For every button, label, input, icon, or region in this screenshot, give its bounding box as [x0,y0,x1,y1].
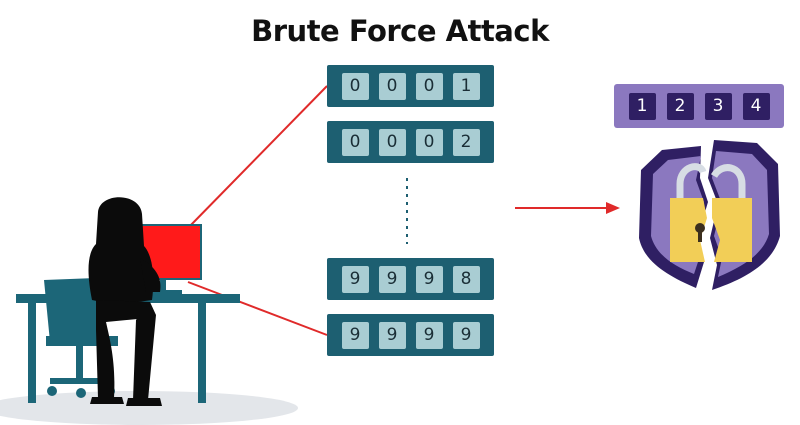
attempt-digit: 0 [378,72,406,100]
attempt-digit: 9 [415,265,443,293]
pin-digit: 4 [742,92,770,120]
attempt-row-0002: 0 0 0 2 [327,121,494,163]
attempt-digit: 0 [415,72,443,100]
attempt-digit: 9 [341,265,369,293]
attempt-digit: 9 [452,321,480,349]
attempt-digit: 0 [341,128,369,156]
padlock-icon [670,163,752,262]
connector-line-top [187,85,328,229]
connector-line-bottom [187,281,328,336]
attempt-digit: 9 [415,321,443,349]
attempt-row-0001: 0 0 0 1 [327,65,494,107]
pin-digit: 2 [666,92,694,120]
attempt-digit: 9 [378,265,406,293]
broken-shield-icon [639,140,780,290]
pin-digit: 3 [704,92,732,120]
attempt-digit: 0 [378,128,406,156]
floor-shadow [0,391,298,425]
attempt-digit: 0 [415,128,443,156]
page-title: Brute Force Attack [251,14,549,48]
attempt-digit: 8 [452,265,480,293]
attempt-digit: 9 [378,321,406,349]
hacker-figure [88,197,162,406]
pin-digit: 1 [628,92,656,120]
arrow-icon [515,202,620,214]
attempt-row-9998: 9 9 9 8 [327,258,494,300]
cracked-pin-row: 1 2 3 4 [614,84,784,128]
attempt-row-9999: 9 9 9 9 [327,314,494,356]
attempt-digit: 2 [452,128,480,156]
attempt-digit: 1 [452,72,480,100]
attempt-digit: 0 [341,72,369,100]
attempt-digit: 9 [341,321,369,349]
